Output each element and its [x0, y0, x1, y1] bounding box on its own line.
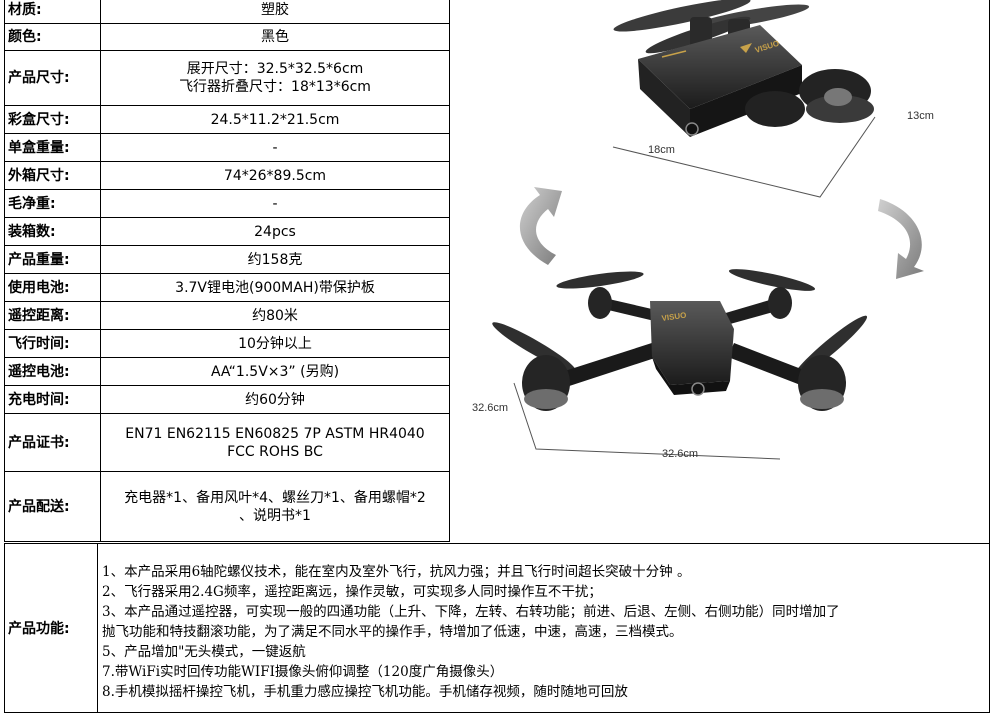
spec-value-line: 展开尺寸：32.5*32.5*6cm	[186, 61, 364, 77]
spec-label: 材质:	[4, 0, 101, 24]
spec-row: 遥控距离: 约80米	[4, 301, 450, 330]
unfolded-dimension-lines	[513, 382, 781, 460]
spec-value-line: 24pcs	[254, 223, 296, 240]
spec-value: -	[100, 189, 450, 218]
spec-value-line: 74*26*89.5cm	[223, 167, 327, 184]
spec-value-line: FCC ROHS BC	[227, 443, 323, 460]
rotate-arrow-right-icon	[878, 199, 924, 279]
folded-depth-label: 13cm	[907, 110, 934, 122]
function-item: 1、本产品采用6轴陀螺仪技术，能在室内及室外飞行，抗风力强；并且飞行时间超长突破…	[102, 564, 691, 580]
spec-value: 充电器*1、备用风叶*4、螺丝刀*1、备用螺帽*2、说明书*1	[100, 471, 450, 542]
spec-value-line: 黑色	[261, 29, 289, 45]
spec-row: 遥控电池: AA“1.5V×3” (另购)	[4, 357, 450, 386]
spec-row: 使用电池: 3.7V锂电池(900MAH)带保护板	[4, 273, 450, 302]
spec-value-line: 约80米	[252, 307, 298, 324]
rotate-arrow-left-icon	[519, 187, 562, 265]
spec-value-line: 塑胶	[261, 2, 289, 18]
spec-value-line: -	[272, 139, 278, 156]
spec-row: 产品重量: 约158克	[4, 245, 450, 274]
spec-value: -	[100, 133, 450, 162]
spec-value: 24pcs	[100, 217, 450, 246]
function-section: 产品功能: 1、本产品采用6轴陀螺仪技术，能在室内及室外飞行，抗风力强；并且飞行…	[4, 543, 990, 713]
spec-value: AA“1.5V×3” (另购)	[100, 357, 450, 386]
spec-value-line: 、说明书*1	[239, 507, 311, 524]
function-item: 3、本产品通过遥控器，可实现一般的四通功能（上升、下降，左转、右转功能；前进、后…	[102, 604, 840, 620]
spec-value: 10分钟以上	[100, 329, 450, 358]
spec-row: 外箱尺寸: 74*26*89.5cm	[4, 161, 450, 190]
spec-row: 颜色: 黑色	[4, 23, 450, 51]
function-item: 2、飞行器采用2.4G频率，遥控距离远，操作灵敏，可实现多人同时操作互不干扰；	[102, 584, 602, 600]
spec-value-line: EN71 EN62115 EN60825 7P ASTM HR4040	[125, 425, 425, 442]
unfolded-drone: VISUO 32.6cm 32.6cm	[472, 269, 868, 460]
spec-value-line: -	[272, 195, 278, 212]
spec-value: 展开尺寸：32.5*32.5*6cm 飞行器折叠尺寸：18*13*6cm	[100, 50, 450, 106]
spec-label: 遥控电池:	[4, 357, 101, 386]
function-item: 7.带WiFi实时回传功能WIFI摄像头俯仰调整（120度广角摄像头）	[102, 664, 504, 680]
spec-label: 充电时间:	[4, 385, 101, 414]
spec-label: 彩盒尺寸:	[4, 105, 101, 134]
spec-value: 3.7V锂电池(900MAH)带保护板	[100, 273, 450, 302]
function-label: 产品功能:	[5, 544, 98, 712]
function-item: 8.手机模拟摇杆操控飞机，手机重力感应操控飞机功能。手机储存视频，随时随地可回放	[102, 684, 628, 700]
spec-row: 装箱数: 24pcs	[4, 217, 450, 246]
spec-value-line: 24.5*11.2*21.5cm	[210, 111, 340, 128]
spec-row: 产品尺寸: 展开尺寸：32.5*32.5*6cm 飞行器折叠尺寸：18*13*6cm	[4, 50, 450, 106]
spec-row: 飞行时间: 10分钟以上	[4, 329, 450, 358]
function-item: 5、产品增加"无头模式，一键返航	[102, 644, 306, 660]
spec-row: 毛净重: -	[4, 189, 450, 218]
spec-row: 产品证书:EN71 EN62115 EN60825 7P ASTM HR4040…	[4, 413, 450, 472]
spec-value-line: 约60分钟	[245, 391, 305, 408]
drone-illustration-cell: VISUO 13cm 18cm	[450, 0, 990, 544]
spec-label: 毛净重:	[4, 189, 101, 218]
spec-label: 使用电池:	[4, 273, 101, 302]
spec-value: 约60分钟	[100, 385, 450, 414]
spec-label: 颜色:	[4, 23, 101, 51]
spec-label: 飞行时间:	[4, 329, 101, 358]
unfolded-side-label: 32.6cm	[472, 402, 508, 414]
spec-row: 材质: 塑胶	[4, 0, 450, 24]
spec-value-line: 3.7V锂电池(900MAH)带保护板	[175, 279, 375, 296]
spec-value: 塑胶	[100, 0, 450, 24]
spec-label: 遥控距离:	[4, 301, 101, 330]
folded-width-label: 18cm	[648, 144, 675, 156]
spec-value-line: 10分钟以上	[238, 335, 312, 352]
spec-label: 单盒重量:	[4, 133, 101, 162]
function-list: 1、本产品采用6轴陀螺仪技术，能在室内及室外飞行，抗风力强；并且飞行时间超长突破…	[102, 562, 987, 702]
spec-label: 外箱尺寸:	[4, 161, 101, 190]
spec-value-line: 约158克	[247, 251, 303, 268]
unfolded-drone-logo: VISUO	[661, 311, 687, 323]
spec-value-line: 充电器*1、备用风叶*4、螺丝刀*1、备用螺帽*2	[124, 489, 426, 506]
spec-value: 约80米	[100, 301, 450, 330]
spec-value: 74*26*89.5cm	[100, 161, 450, 190]
drone-illustration: VISUO 13cm 18cm	[472, 0, 934, 460]
spec-value: 24.5*11.2*21.5cm	[100, 105, 450, 134]
folded-drone: VISUO 13cm 18cm	[612, 0, 934, 198]
spec-row: 产品配送:充电器*1、备用风叶*4、螺丝刀*1、备用螺帽*2、说明书*1	[4, 471, 450, 542]
spec-value: 黑色	[100, 23, 450, 51]
unfolded-bottom-label: 32.6cm	[662, 448, 698, 460]
spec-row: 充电时间: 约60分钟	[4, 385, 450, 414]
spec-row: 彩盒尺寸: 24.5*11.2*21.5cm	[4, 105, 450, 134]
spec-label: 装箱数:	[4, 217, 101, 246]
spec-row: 单盒重量: -	[4, 133, 450, 162]
spec-label: 产品证书:	[4, 413, 101, 472]
spec-label: 产品配送:	[4, 471, 101, 542]
spec-label: 产品重量:	[4, 245, 101, 274]
function-item: 抛飞功能和特技翻滚功能，为了满足不同水平的操作手，特增加了低速，中速，高速，三档…	[102, 624, 683, 640]
spec-table: 材质: 塑胶颜色: 黑色产品尺寸: 展开尺寸：32.5*32.5*6cm 飞行器折叠尺寸…	[4, 0, 450, 542]
spec-value-line: 飞行器折叠尺寸：18*13*6cm	[179, 79, 371, 95]
spec-label: 产品尺寸:	[4, 50, 101, 106]
spec-value: 约158克	[100, 245, 450, 274]
spec-value-line: AA“1.5V×3” (另购)	[210, 363, 340, 380]
folded-dimension-lines	[612, 116, 876, 198]
